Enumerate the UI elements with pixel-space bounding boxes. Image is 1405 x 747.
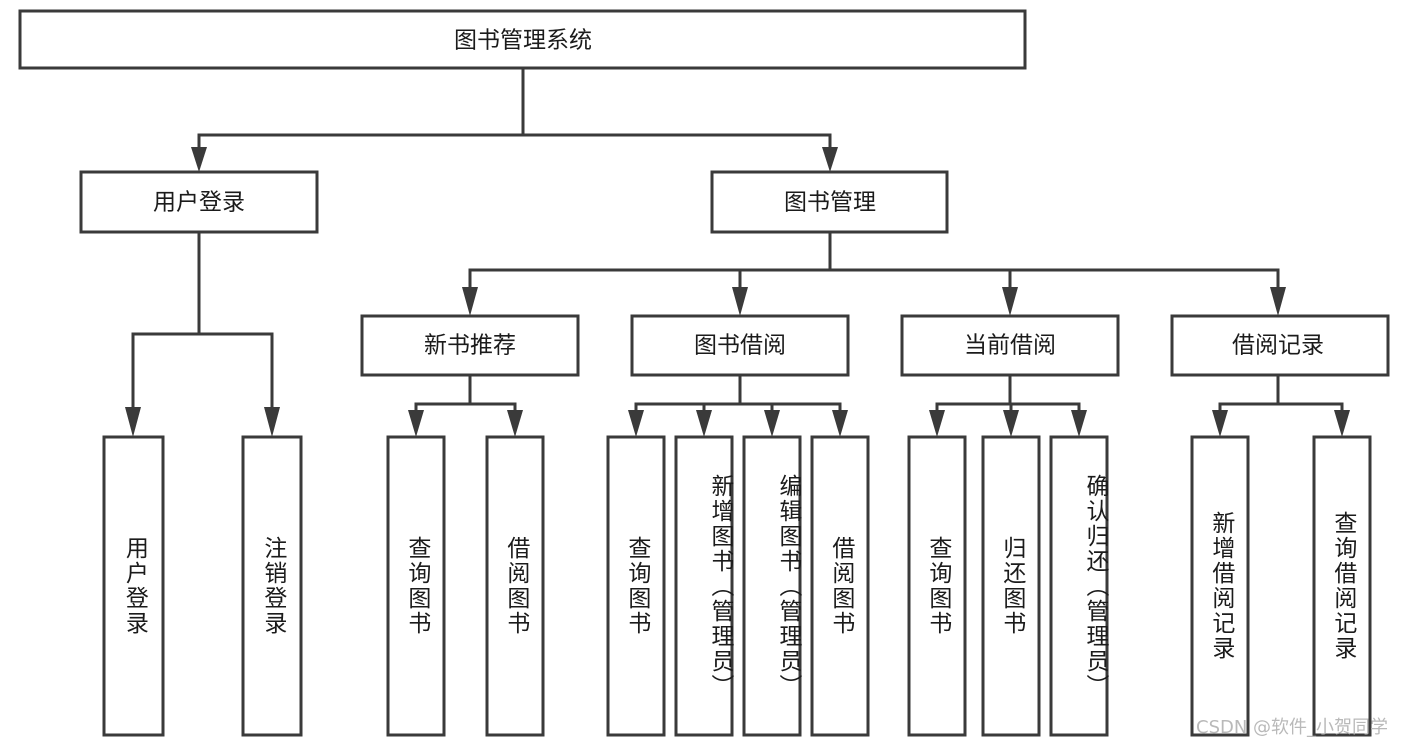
arrow-head-leaf-confirm-return [1071, 410, 1087, 437]
arrow-head-leaf-borrow-book-1 [507, 410, 523, 437]
node-leaf-add-book-box[interactable] [674, 435, 734, 737]
node-leaf-query-book-2-box[interactable] [606, 435, 666, 737]
arrow-head-book-manage [822, 147, 838, 172]
node-new-book-recommend-label: 新书推荐 [424, 333, 516, 359]
arrow-head-book-borrow [732, 287, 748, 316]
node-leaf-query-book-1-box[interactable] [386, 435, 446, 737]
node-leaf-add-record-box[interactable] [1190, 435, 1250, 737]
node-leaf-user-login-box[interactable] [102, 435, 165, 737]
node-current-borrow-label: 当前借阅 [964, 333, 1056, 359]
arrow-head-leaf-user-logout [264, 407, 280, 437]
arrow-head-leaf-borrow-book-2 [832, 410, 848, 437]
node-new-book-recommend-box[interactable] [360, 314, 580, 377]
node-leaf-query-record-box[interactable] [1312, 435, 1372, 737]
arrow-head-leaf-user-login [125, 407, 141, 437]
node-leaf-borrow-book-2-box[interactable] [810, 435, 870, 737]
node-leaf-edit-book-box[interactable] [742, 435, 802, 737]
arrow-head-borrow-record [1270, 287, 1286, 316]
arrow-head-leaf-query-book-2 [628, 410, 644, 437]
arrow-head-leaf-edit-book [764, 410, 780, 437]
node-root-box[interactable] [18, 9, 1027, 70]
node-leaf-confirm-return-box[interactable] [1049, 435, 1109, 737]
node-leaf-user-logout-box[interactable] [241, 435, 303, 737]
node-user-login-box[interactable] [79, 170, 319, 234]
node-current-borrow-box[interactable] [900, 314, 1120, 377]
node-borrow-record-label: 借阅记录 [1232, 333, 1324, 359]
node-root-label: 图书管理系统 [454, 28, 592, 54]
arrow-head-current-borrow [1002, 287, 1018, 316]
arrow-head-leaf-query-book-3 [929, 410, 945, 437]
node-leaf-borrow-book-1-box[interactable] [485, 435, 545, 737]
node-book-manage-box[interactable] [710, 170, 949, 234]
arrow-head-leaf-add-record [1212, 410, 1228, 437]
node-leaf-query-book-3-box[interactable] [907, 435, 967, 737]
arrow-head-leaf-query-record [1334, 410, 1350, 437]
arrow-head-leaf-query-book-1 [408, 410, 424, 437]
node-borrow-record-box[interactable] [1170, 314, 1390, 377]
arrow-head-user-login [191, 147, 207, 172]
node-book-manage-label: 图书管理 [784, 190, 876, 216]
arrow-head-leaf-return-book [1003, 410, 1019, 437]
connector-layer [125, 66, 1350, 437]
node-book-borrow-label: 图书借阅 [694, 333, 786, 359]
node-leaf-return-book-box[interactable] [981, 435, 1041, 737]
arrow-head-new-book-recommend [462, 287, 478, 316]
arrow-head-leaf-add-book [696, 410, 712, 437]
node-user-login-label: 用户登录 [153, 190, 245, 216]
node-book-borrow-box[interactable] [630, 314, 850, 377]
node-layer: 图书管理系统 用户登录 图书管理 新书推荐 图书借阅 当前借阅 借阅记录 [18, 9, 1390, 737]
